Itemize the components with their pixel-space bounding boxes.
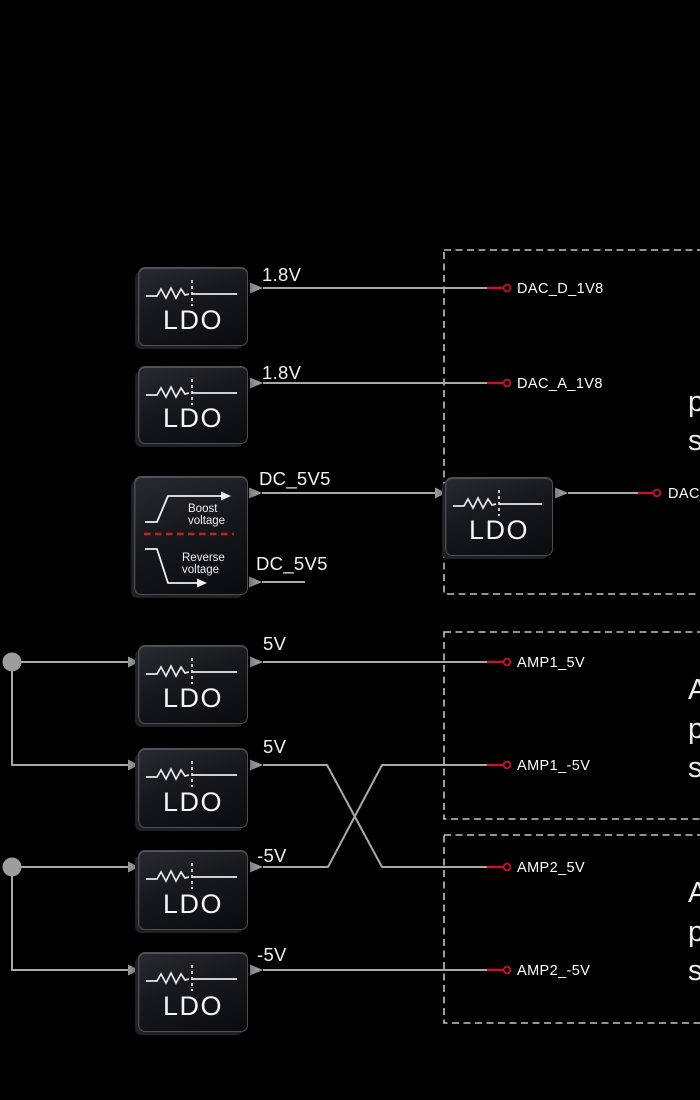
net-label-dac-d-1v8: DAC_D_1V8 <box>517 281 604 297</box>
arrow-ldo3-in <box>128 656 139 668</box>
regulator-symbol-icon <box>146 863 237 889</box>
boost-voltage-label: Boost voltage <box>188 503 226 527</box>
net-dot-amp2-n5v <box>502 965 512 975</box>
ldo-block-3: LDO <box>138 645 248 724</box>
reverse-voltage-label: Reverse voltage <box>182 552 225 576</box>
net-label-amp2-n5v: AMP2_-5V <box>517 963 591 979</box>
arrow-ldo5-out <box>250 861 263 873</box>
arrow-midldo-out <box>555 487 568 499</box>
regulator-symbol-icon <box>146 658 237 684</box>
regulator-symbol-icon <box>453 490 542 516</box>
arrow-ldo5-in <box>128 861 139 873</box>
ldo-block-label: LDO <box>162 683 224 713</box>
net-dot-daca <box>502 378 512 388</box>
net-label-dac-a-1v8: DAC_A_1V8 <box>517 376 603 392</box>
net-label-amp1-5v: AMP1_5V <box>517 655 586 671</box>
dac-box-partial-text: p s <box>688 386 700 457</box>
dashed-box-amp1 <box>443 631 700 820</box>
boost-arrow <box>221 491 231 501</box>
net-dot-amp1-n5v <box>502 760 512 770</box>
ldo-block-2: LDO <box>138 366 248 444</box>
arrow-ldo4-in <box>128 759 139 771</box>
net-label-amp1-n5v: AMP1_-5V <box>517 758 591 774</box>
junction-node-2 <box>2 857 22 877</box>
ldo-block-label: LDO <box>162 787 224 817</box>
dashed-box-dac <box>443 249 700 595</box>
rail-label-5v-a: 5V <box>263 633 287 654</box>
arrow-reverse-out <box>249 576 262 588</box>
ldo-block-1: LDO <box>138 267 248 346</box>
net-label-amp2-5v: AMP2_5V <box>517 860 586 876</box>
regulator-symbol-icon <box>146 379 237 405</box>
arrow-midldo-in <box>435 487 446 499</box>
arrow-ldo6-in <box>128 964 139 976</box>
rail-label-n5v-b: -5V <box>257 944 287 965</box>
ldo-block-label: LDO <box>162 403 224 433</box>
amp2-box-partial-text: A p s <box>688 877 700 987</box>
net-dot-amp1-5v <box>502 657 512 667</box>
net-dot-amp2-5v <box>502 862 512 872</box>
ldo-block-label: LDO <box>468 515 530 545</box>
arrow-ldo3-out <box>250 656 263 668</box>
arrow-boost-out <box>249 487 262 499</box>
ldo-block-label: LDO <box>162 305 224 335</box>
wire-junction1-to-ldo4 <box>11 662 128 766</box>
boost-reverse-curves-icon <box>144 491 234 588</box>
arrow-ldo1-out <box>250 282 263 294</box>
rail-label-n5v-a: -5V <box>257 845 287 866</box>
wire-ldo5-cross-to-amp1-n5v <box>263 764 487 868</box>
regulator-symbol-icon <box>146 965 237 991</box>
regulator-symbol-icon <box>146 761 237 787</box>
reverse-arrow <box>197 578 207 588</box>
net-dot-dacd <box>502 283 512 293</box>
rail-label-1v8-b: 1.8V <box>262 362 302 383</box>
rail-label-dc5v5-a: DC_5V5 <box>259 468 331 489</box>
dashed-box-amp2 <box>443 834 700 1024</box>
ldo-block-label: LDO <box>162 889 224 919</box>
ldo-block-4: LDO <box>138 748 248 828</box>
rail-label-1v8-a: 1.8V <box>262 264 302 285</box>
ldo-block-6: LDO <box>138 952 248 1032</box>
amp1-box-partial-text: A p s <box>688 674 700 784</box>
net-label-dac-mid: DAC_ <box>668 486 700 502</box>
arrow-ldo2-out <box>250 377 263 389</box>
rail-label-5v-b: 5V <box>263 736 287 757</box>
rail-label-dc5v5-b: DC_5V5 <box>256 553 328 574</box>
arrow-ldo4-out <box>250 759 263 771</box>
wire-junction2-to-ldo6 <box>11 867 128 971</box>
junction-node-1 <box>2 652 22 672</box>
ldo-block-5: LDO <box>138 850 248 930</box>
ldo-block-label: LDO <box>162 991 224 1021</box>
boost-reverse-block: Boost voltage Reverse voltage <box>134 476 248 595</box>
regulator-symbol-icon <box>146 280 237 306</box>
arrow-ldo6-out <box>250 964 263 976</box>
ldo-block-mid: LDO <box>445 477 553 556</box>
net-dot-dacmid <box>652 488 662 498</box>
